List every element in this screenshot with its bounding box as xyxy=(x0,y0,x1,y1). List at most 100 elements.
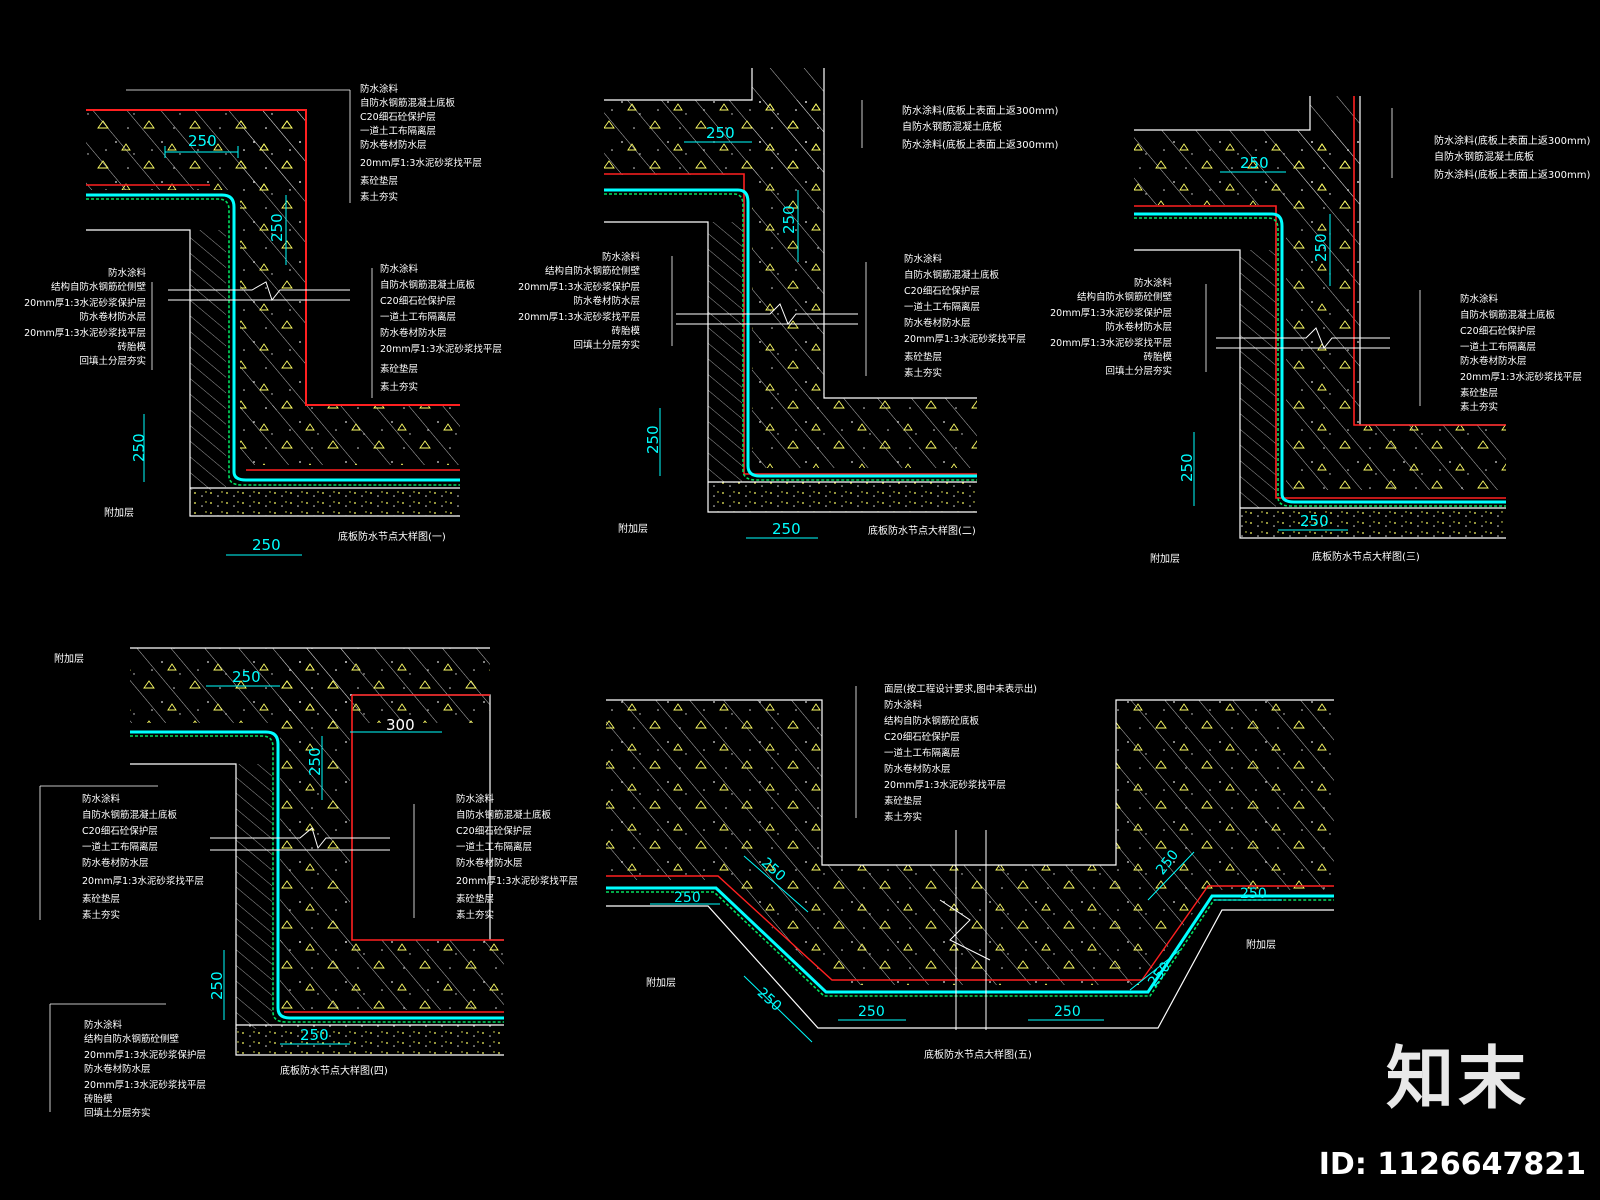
extra-label: 附加层 xyxy=(54,652,84,665)
label-top-7: 素砼垫层 xyxy=(360,175,398,187)
label-top-2: 防水涂料 xyxy=(884,699,923,711)
label-left-5: 20mm厚1:3水泥砂浆找平层 xyxy=(518,311,640,323)
label-left-5: 20mm厚1:3水泥砂浆找平层 xyxy=(1050,337,1172,349)
label-right-6: 20mm厚1:3水泥砂浆找平层 xyxy=(1460,371,1582,383)
label-left-3: 20mm厚1:3水泥砂浆保护层 xyxy=(518,281,640,293)
outlines xyxy=(130,647,504,1056)
label-right-2: 自防水钢筋混凝土底板 xyxy=(456,809,552,821)
dim-side: 250 xyxy=(208,971,226,1000)
dim-bottom: 250 xyxy=(300,1026,329,1044)
dim-5: 250 xyxy=(1054,1004,1081,1020)
membrane xyxy=(130,730,504,1020)
label-right-6: 20mm厚1:3水泥砂浆找平层 xyxy=(456,875,578,887)
dim-side: 250 xyxy=(1178,453,1196,482)
label-lb-7: 回填土分层夯实 xyxy=(84,1107,151,1119)
labels-left: 防水涂料 结构自防水钢筋砼侧壁 20mm厚1:3水泥砂浆保护层 防水卷材防水层 … xyxy=(24,267,146,367)
label-lt-7: 素砼垫层 xyxy=(82,893,120,905)
outlines xyxy=(86,229,460,517)
side-wall-aggregate xyxy=(240,110,306,410)
label-top-2: 自防水钢筋混凝土底板 xyxy=(1434,150,1534,163)
labels-top: 面层(按工程设计要求,图中未表示出) 防水涂料 结构自防水钢筋砼底板 C20细石… xyxy=(884,683,1037,823)
dims xyxy=(143,146,302,556)
label-right-8: 素土夯实 xyxy=(904,367,942,379)
dim-vert: 250 xyxy=(1312,233,1330,262)
side-wall-aggregate xyxy=(1286,130,1360,425)
cushion-layer xyxy=(1240,508,1506,538)
red-coating xyxy=(606,875,1334,981)
caption: 底板防水节点大样图(二) xyxy=(868,524,976,537)
label-top-1: 防水涂料 xyxy=(360,83,399,95)
label-top-5: 一道土工布隔离层 xyxy=(884,747,960,759)
label-lt-5: 防水卷材防水层 xyxy=(82,857,149,869)
label-top-6: 防水卷材防水层 xyxy=(884,763,951,775)
membrane-green xyxy=(86,198,460,486)
side-wall-aggregate xyxy=(280,648,350,943)
dim-side: 250 xyxy=(130,433,148,462)
caption: 底板防水节点大样图(一) xyxy=(338,530,446,543)
label-lb-4: 防水卷材防水层 xyxy=(84,1063,151,1075)
labels-top: 防水涂料 自防水钢筋混凝土底板 C20细石砼保护层 一道土工布隔离层 防水卷材防… xyxy=(360,83,482,203)
label-right-5: 防水卷材防水层 xyxy=(1460,355,1527,367)
label-right-2: 自防水钢筋混凝土底板 xyxy=(380,279,476,291)
cushion-layer xyxy=(708,482,977,512)
label-lb-1: 防水涂料 xyxy=(84,1019,123,1031)
label-right-1: 防水涂料 xyxy=(1460,293,1499,305)
label-right-8: 素土夯实 xyxy=(380,381,418,393)
bottom-slab-aggregate xyxy=(752,398,977,468)
dim-vert: 250 xyxy=(780,205,798,234)
label-right-4: 一道土工布隔离层 xyxy=(904,301,980,313)
detail-3: 250 250 250 250 底板防水节点大样图(三) 附加层 防水涂料(底板… xyxy=(1050,96,1590,565)
extra-right: 附加层 xyxy=(1246,938,1276,951)
labels-left: 防水涂料 结构自防水钢筋砼侧壁 20mm厚1:3水泥砂浆保护层 防水卷材防水层 … xyxy=(1050,277,1172,377)
lower-outline xyxy=(606,905,1334,1029)
caption: 底板防水节点大样图(五) xyxy=(924,1048,1032,1061)
dim-vert: 250 xyxy=(306,747,324,776)
label-right-4: 一道土工布隔离层 xyxy=(1460,341,1536,353)
membrane-green xyxy=(1134,217,1506,507)
top-block xyxy=(1310,96,1360,136)
break-line xyxy=(210,827,390,851)
label-left-2: 结构自防水钢筋砼侧壁 xyxy=(1077,291,1173,303)
label-left-1: 防水涂料 xyxy=(602,251,641,263)
labels-top: 防水涂料(底板上表面上返300mm) 自防水钢筋混凝土底板 防水涂料(底板上表面… xyxy=(902,104,1058,151)
label-left-3: 20mm厚1:3水泥砂浆保护层 xyxy=(1050,307,1172,319)
label-right-3: C20细石砼保护层 xyxy=(380,295,456,307)
dims xyxy=(659,141,818,539)
labels-top: 防水涂料(底板上表面上返300mm) 自防水钢筋混凝土底板 防水涂料(底板上表面… xyxy=(1434,134,1590,181)
labels-right: 防水涂料 自防水钢筋混凝土底板 C20细石砼保护层 一道土工布隔离层 防水卷材防… xyxy=(1460,293,1582,413)
bottom-slab-aggregate xyxy=(240,405,460,465)
bottom-slab-aggregate xyxy=(280,940,504,1010)
caption: 底板防水节点大样图(四) xyxy=(280,1064,388,1077)
label-right-2: 自防水钢筋混凝土底板 xyxy=(1460,309,1556,321)
membrane-green xyxy=(130,735,504,1023)
brick-wall xyxy=(708,222,742,482)
label-top-8: 素砼垫层 xyxy=(884,795,922,807)
red-coating xyxy=(284,694,504,1013)
label-left-6: 砖胎模 xyxy=(611,325,640,337)
dim-bottom: 250 xyxy=(252,536,281,554)
label-right-6: 20mm厚1:3水泥砂浆找平层 xyxy=(380,343,502,355)
label-top-2: 自防水钢筋混凝土底板 xyxy=(360,97,456,109)
extra-label: 附加层 xyxy=(618,522,648,535)
label-left-6: 砖胎模 xyxy=(1143,351,1172,363)
label-top-1: 防水涂料(底板上表面上返300mm) xyxy=(902,104,1058,117)
label-left-2: 结构自防水钢筋砼侧壁 xyxy=(51,281,147,293)
red-coating-lower xyxy=(86,184,460,471)
label-left-1: 防水涂料 xyxy=(108,267,147,279)
watermark-id: ID: 1126647821 xyxy=(1318,1147,1586,1182)
cushion-layer xyxy=(236,1025,504,1055)
label-right-3: C20细石砼保护层 xyxy=(904,285,980,297)
dims xyxy=(650,851,1282,1043)
leaders-left-top xyxy=(39,785,158,920)
label-right-1: 防水涂料 xyxy=(904,253,943,265)
label-left-1: 防水涂料 xyxy=(1134,277,1173,289)
dim-bottom: 250 xyxy=(772,520,801,538)
break-line xyxy=(1216,327,1390,349)
label-top-5: 防水卷材防水层 xyxy=(360,139,427,151)
brick-wall xyxy=(190,230,226,490)
red-coating xyxy=(1134,96,1506,499)
outlines xyxy=(604,68,977,513)
extra-left: 附加层 xyxy=(646,976,676,989)
brick-wall xyxy=(236,764,272,1029)
label-left-7: 回填土分层夯实 xyxy=(1105,365,1172,377)
